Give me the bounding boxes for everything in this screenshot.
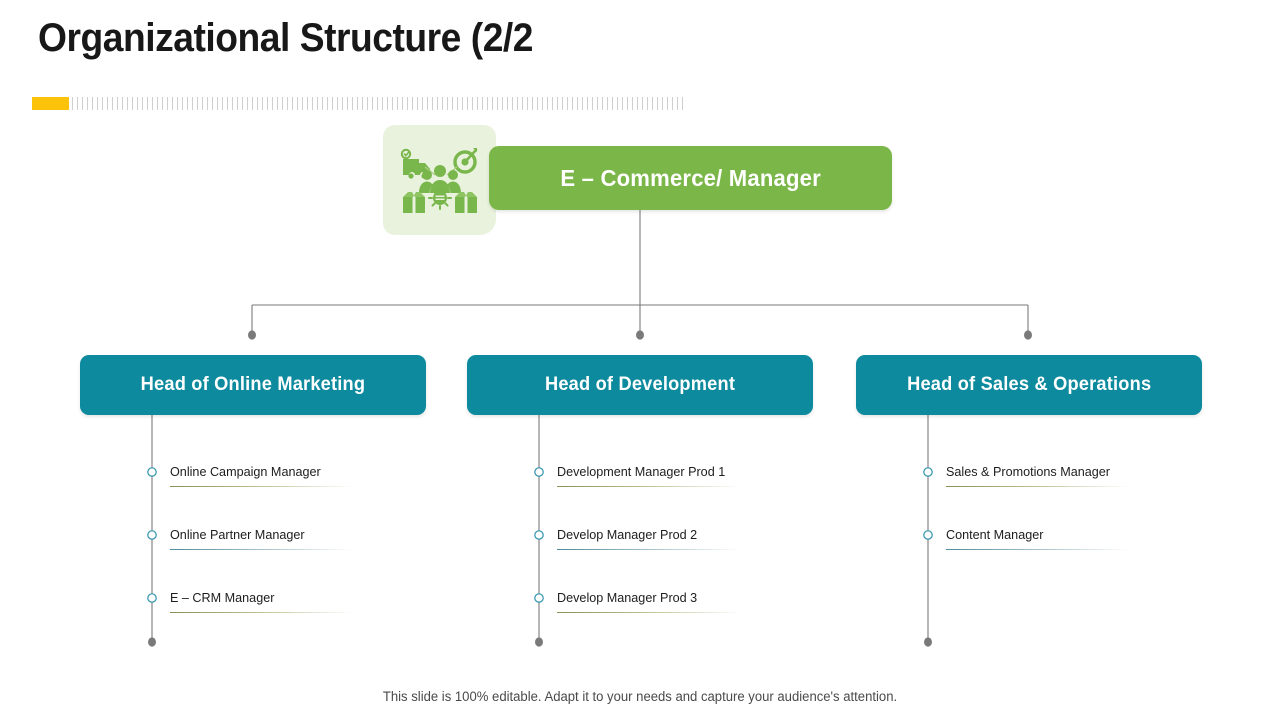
sub-item-underline [946,549,1129,550]
sub-item-underline [946,486,1129,487]
sub-item-label: Sales & Promotions Manager [946,464,1111,479]
sub-item-label: Develop Manager Prod 3 [557,590,698,605]
footer-note: This slide is 100% editable. Adapt it to… [382,689,898,704]
sub-item-label: Content Manager [946,527,1044,542]
sub-item-underline [557,549,740,550]
sub-item-label: Online Partner Manager [170,527,305,542]
dept-label: Head of Sales & Operations [906,374,1152,395]
sub-item-underline [170,612,353,613]
page-title: Organizational Structure (2/2 [38,16,534,60]
dept-box-sales-operations[interactable]: Head of Sales & Operations [856,355,1202,415]
sub-item-label: E – CRM Manager [170,590,275,605]
accent-stripes [72,97,685,110]
sub-item-label: Develop Manager Prod 2 [557,527,698,542]
dept-label: Head of Online Marketing [140,374,366,395]
sub-item-label: Online Campaign Manager [170,464,321,479]
root-node-e-commerce-manager[interactable]: E – Commerce/ Manager [489,146,892,210]
sub-item-underline [170,549,353,550]
dept-label: Head of Development [544,374,736,395]
sub-item-underline [557,486,740,487]
sub-item-underline [557,612,740,613]
sub-item-underline [170,486,353,487]
root-icon-panel [383,125,496,235]
root-node-label: E – Commerce/ Manager [560,164,821,191]
sub-item-label: Development Manager Prod 1 [557,464,726,479]
dept-box-development[interactable]: Head of Development [467,355,813,415]
ecommerce-team-icon [400,148,478,213]
dept-box-online-marketing[interactable]: Head of Online Marketing [80,355,426,415]
accent-block [32,97,69,110]
